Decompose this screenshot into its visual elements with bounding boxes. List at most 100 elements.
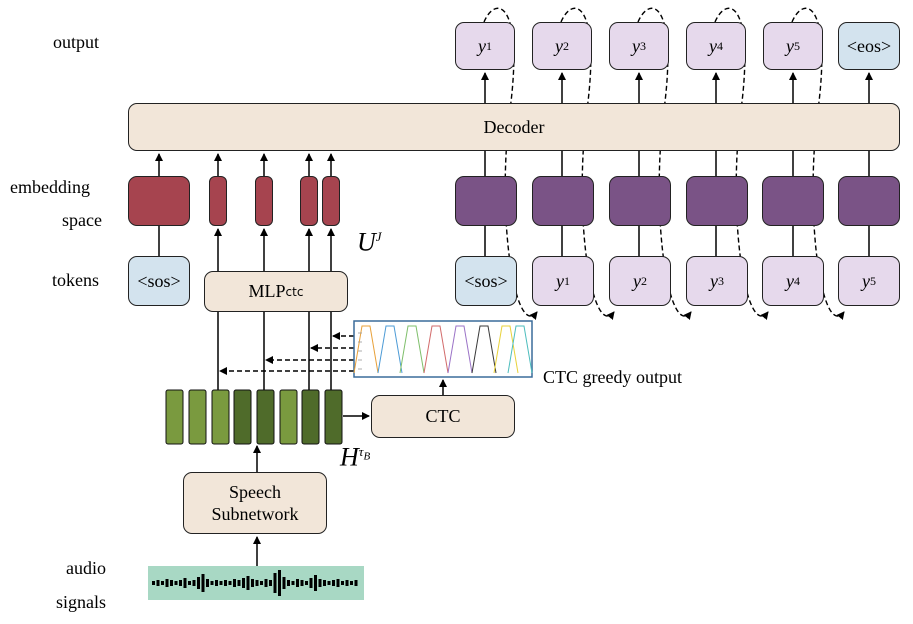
ctc-plot-curve bbox=[471, 325, 497, 374]
h-tau-b-label: HτB bbox=[340, 442, 371, 472]
embedding-purple-1 bbox=[455, 176, 517, 226]
ctc-plot-curve bbox=[399, 325, 425, 374]
decoder-block: Decoder bbox=[128, 103, 900, 151]
waveform-bar bbox=[296, 579, 299, 587]
waveform-bar bbox=[323, 580, 326, 586]
waveform-bar bbox=[152, 581, 155, 585]
sos-token-left: <sos> bbox=[128, 256, 190, 306]
waveform-bar bbox=[197, 577, 200, 589]
hidden-state-bar bbox=[165, 389, 184, 445]
waveform-bar bbox=[183, 578, 187, 588]
tokens-label: tokens bbox=[52, 270, 99, 290]
waveform-bar bbox=[273, 573, 277, 593]
ctc-plot-curve bbox=[353, 325, 379, 374]
waveform-bar bbox=[188, 581, 191, 585]
waveform-bar bbox=[291, 581, 295, 585]
waveform-bar bbox=[300, 580, 304, 586]
embedding-purple-6 bbox=[838, 176, 900, 226]
embedding-purple-4 bbox=[686, 176, 748, 226]
ctc-greedy-output-plot bbox=[353, 320, 533, 378]
waveform-bar bbox=[336, 579, 340, 587]
sos-token-right: <sos> bbox=[455, 256, 517, 306]
space-label: space bbox=[62, 210, 102, 230]
ctc-plot-curve bbox=[423, 325, 449, 374]
waveform-bar bbox=[264, 579, 268, 587]
waveform-bar bbox=[327, 581, 331, 585]
waveform-bar bbox=[309, 578, 313, 588]
waveform-bar bbox=[237, 580, 241, 586]
speech-subnetwork-block: Speech Subnetwork bbox=[183, 472, 327, 534]
waveform-bar bbox=[332, 580, 335, 586]
waveform-bar bbox=[354, 580, 358, 586]
ctc-plot-curve bbox=[507, 325, 533, 374]
waveform-bar bbox=[201, 574, 205, 592]
waveform-bar bbox=[161, 581, 164, 585]
waveform-bar bbox=[242, 578, 245, 588]
waveform-bar bbox=[224, 580, 227, 586]
ctc-plot-curve bbox=[377, 325, 403, 374]
hidden-state-bar bbox=[301, 389, 320, 445]
waveform-bar bbox=[215, 580, 218, 586]
output-label: output bbox=[53, 32, 100, 52]
hidden-state-bar bbox=[188, 389, 207, 445]
waveform-bar bbox=[174, 581, 178, 585]
waveform-bar bbox=[156, 580, 160, 586]
audio-waveform-icon bbox=[148, 566, 364, 600]
waveform-bar bbox=[305, 581, 308, 585]
ctc-embedding-3 bbox=[300, 176, 318, 226]
embedding-purple-2 bbox=[532, 176, 594, 226]
u-j-label: UJ bbox=[357, 227, 382, 257]
waveform-bar bbox=[345, 580, 349, 586]
ctc-embedding-1 bbox=[209, 176, 227, 226]
hidden-state-bar bbox=[279, 389, 298, 445]
sos-embedding-red bbox=[128, 176, 190, 226]
waveform-bar bbox=[278, 570, 281, 596]
waveform-bar bbox=[210, 581, 214, 585]
waveform-bar bbox=[314, 575, 317, 591]
waveform-bar bbox=[228, 581, 232, 585]
waveform-bar bbox=[318, 579, 322, 587]
waveform-bar bbox=[251, 579, 254, 587]
waveform-bar bbox=[269, 580, 272, 586]
ctc-plot-curve bbox=[493, 325, 519, 374]
waveform-bar bbox=[206, 579, 209, 587]
hidden-state-bar bbox=[324, 389, 343, 445]
waveform-bar bbox=[233, 579, 236, 587]
waveform-bar bbox=[287, 580, 290, 586]
waveform-bar bbox=[255, 580, 259, 586]
waveform-bar bbox=[170, 580, 173, 586]
signals-label: signals bbox=[56, 592, 107, 612]
embedding-purple-3 bbox=[609, 176, 671, 226]
output-token-eos: <eos> bbox=[838, 22, 900, 70]
waveform-bar bbox=[246, 576, 250, 590]
waveform-bar bbox=[260, 581, 263, 585]
ctc-embedding-4 bbox=[322, 176, 340, 226]
hidden-state-bar bbox=[233, 389, 252, 445]
waveform-bar bbox=[165, 579, 169, 587]
waveform-bar bbox=[179, 580, 182, 586]
waveform-bar bbox=[341, 581, 344, 585]
ctc-embedding-2 bbox=[255, 176, 273, 226]
embedding-purple-5 bbox=[762, 176, 824, 226]
embedding-label: embedding bbox=[10, 177, 90, 197]
waveform-bar bbox=[282, 577, 286, 589]
encoder-hidden-states bbox=[165, 389, 343, 445]
ctc-plot-curve bbox=[447, 325, 473, 374]
waveform-bar bbox=[219, 581, 223, 585]
waveform-bar bbox=[192, 580, 196, 586]
hidden-state-bar bbox=[256, 389, 275, 445]
connection-arrows bbox=[155, 72, 873, 566]
ctc-block: CTC bbox=[371, 395, 515, 438]
